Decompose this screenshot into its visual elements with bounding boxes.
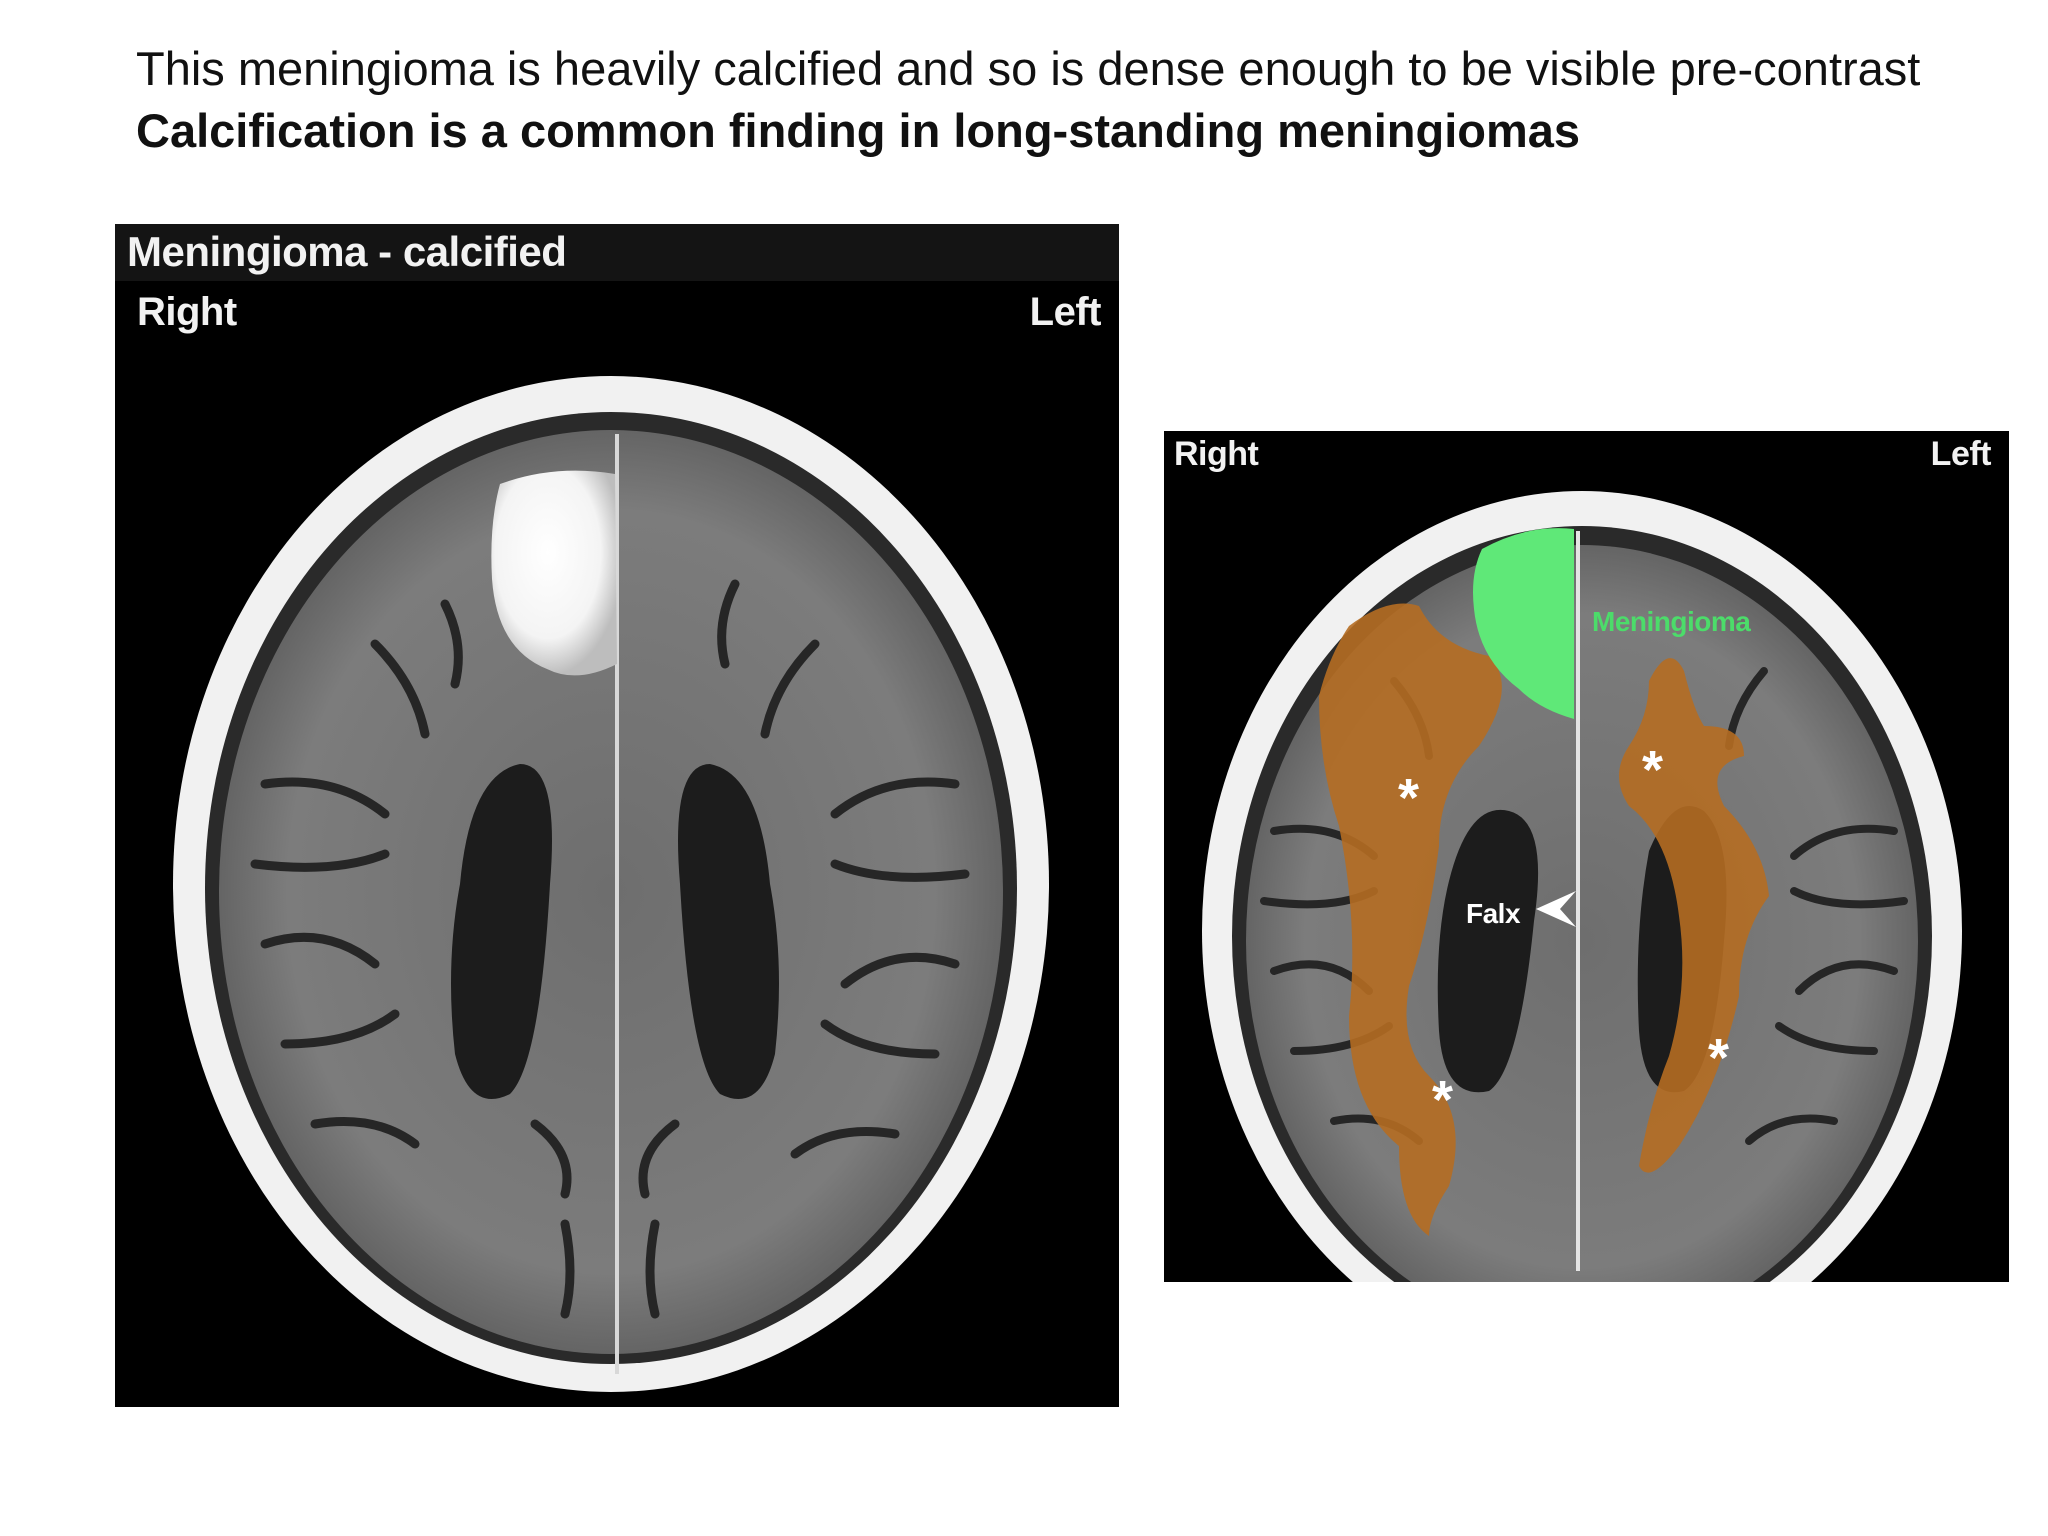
meningioma-overlay	[1473, 528, 1574, 719]
orientation-left-label: Left	[1029, 290, 1102, 334]
left-white-matter-overlay	[1619, 658, 1769, 1173]
meningioma-label: Meningioma	[1592, 606, 1751, 637]
ct-scan-right	[1202, 491, 1962, 1282]
ct-scan-left	[173, 376, 1049, 1392]
calcified-meningioma	[491, 470, 617, 676]
falx-label: Falx	[1466, 898, 1521, 929]
right-lateral-ventricle	[451, 764, 552, 1099]
ct-image-calcified: Meningioma - calcified Right Left	[115, 224, 1119, 1407]
ct-image-annotated: Right Left Meningioma Falx * * * *	[1164, 431, 2009, 1282]
falx-arrowhead	[1536, 891, 1576, 927]
image-title: Meningioma - calcified	[127, 228, 567, 275]
white-matter-asterisk: *	[1642, 740, 1664, 800]
caption-bold-text: Calcification is a common finding in lon…	[136, 104, 1581, 157]
white-matter-asterisk: *	[1432, 1070, 1454, 1130]
white-matter-asterisk: *	[1708, 1028, 1730, 1088]
brain	[219, 430, 1003, 1354]
orientation-left-label: Left	[1930, 435, 1992, 473]
slide-caption: This meningioma is heavily calcified and…	[136, 38, 1996, 162]
caption-text: This meningioma is heavily calcified and…	[136, 42, 1921, 95]
left-lateral-ventricle	[678, 764, 779, 1099]
image-title-bar: Meningioma - calcified	[115, 224, 1119, 281]
orientation-right-label: Right	[1174, 435, 1259, 473]
right-white-matter-overlay	[1319, 603, 1502, 1236]
white-matter-asterisk: *	[1398, 768, 1420, 828]
orientation-right-label: Right	[137, 290, 237, 334]
